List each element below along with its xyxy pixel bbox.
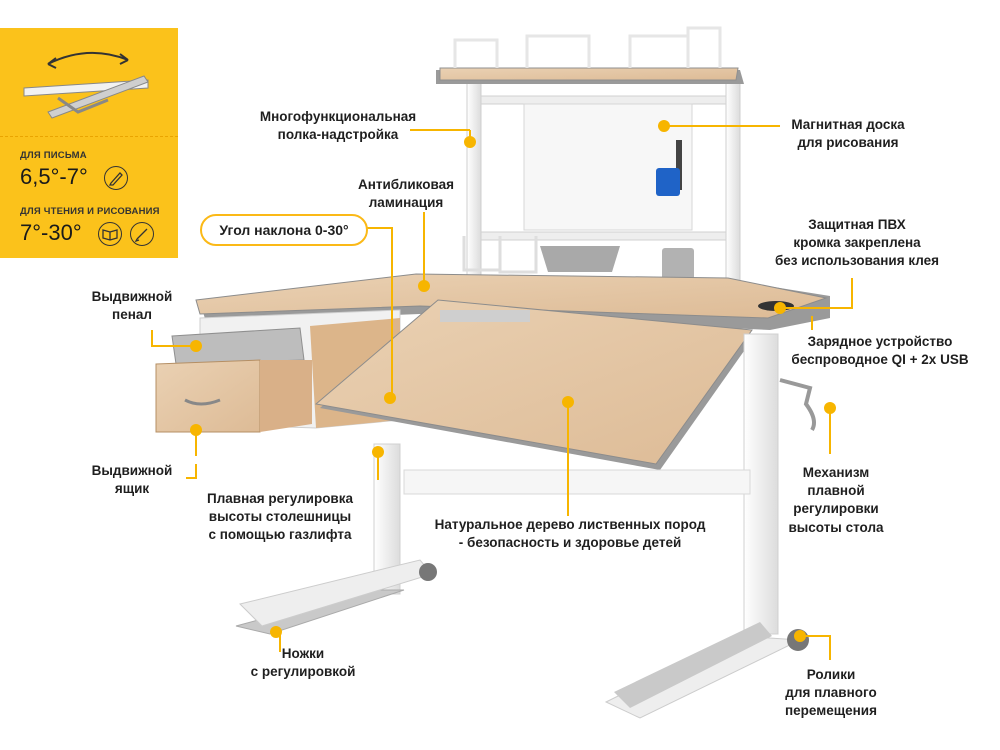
tilt-angle-label: Угол наклона 0-30° [200, 214, 368, 246]
writing-caption: ДЛЯ ПИСЬМА [20, 150, 87, 161]
label-pvc-edge: Защитная ПВХ кромка закреплена без испол… [774, 217, 940, 269]
label-casters: Ролики для плавного перемещения [785, 667, 877, 719]
tilt-diagram-icon [23, 51, 149, 119]
book-icon [98, 222, 122, 246]
desk-legs [235, 333, 816, 719]
tilting-top [314, 299, 756, 470]
tilt-angle-info-panel: ДЛЯ ПИСЬМА 6,5°-7° ДЛЯ ЧТЕНИЯ И РИСОВАНИ… [0, 28, 178, 258]
label-pencil-case: Выдвижной пенал [91, 289, 173, 323]
desktop [195, 273, 830, 330]
label-height-mechanism: Механизм плавной регулировки высоты стол… [788, 465, 884, 535]
brush-icon [130, 222, 154, 246]
label-shelf: Многофункциональная полка-надстройка [259, 109, 417, 143]
reading-angle-value: 7°-30° [20, 220, 82, 245]
reading-caption: ДЛЯ ЧТЕНИЯ И РИСОВАНИЯ [20, 206, 160, 217]
label-legs: Ножки с регулировкой [250, 646, 356, 680]
label-natural-wood: Натуральное дерево лиственных пород - бе… [434, 517, 706, 551]
writing-angle-value: 6,5°-7° [20, 164, 88, 189]
shelf-frame [436, 26, 744, 305]
marker-dots [190, 120, 836, 642]
label-drawer: Выдвижной ящик [91, 463, 173, 497]
label-charger: Зарядное устройство беспроводное QI + 2x… [791, 334, 969, 368]
label-gaslift: Плавная регулировка высоты столешницы с … [206, 491, 353, 543]
label-magnetic-board: Магнитная доска для рисования [791, 117, 905, 151]
label-antiglare: Антибликовая ламинация [357, 177, 455, 211]
pencil-icon [104, 166, 128, 190]
divider [0, 136, 178, 137]
